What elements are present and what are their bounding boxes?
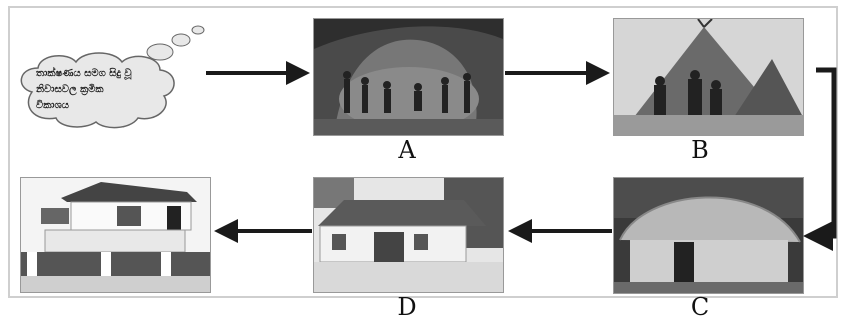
cloud-line-2: නිවාසවල ක්‍රමික [36,84,104,95]
photo-c-thatched-hut [613,177,804,294]
cloud-line-1: තාක්ෂණය සමග සිදු වූ [36,68,132,79]
cloud-line-3: විකාශය [36,100,69,111]
label-c: C [690,293,710,321]
photo-modern-house [20,177,211,293]
photo-d-tiled-house [313,177,504,293]
label-a: A [398,136,416,164]
label-b: B [691,136,709,164]
photo-b-tent [613,18,804,136]
thought-cloud-text: තාක්ෂණය සමග සිදු වූ නිවාසවල ක්‍රමික විකා… [36,66,166,114]
label-d: D [397,293,417,321]
thought-cloud [20,25,205,129]
photo-a-cave [313,18,504,136]
